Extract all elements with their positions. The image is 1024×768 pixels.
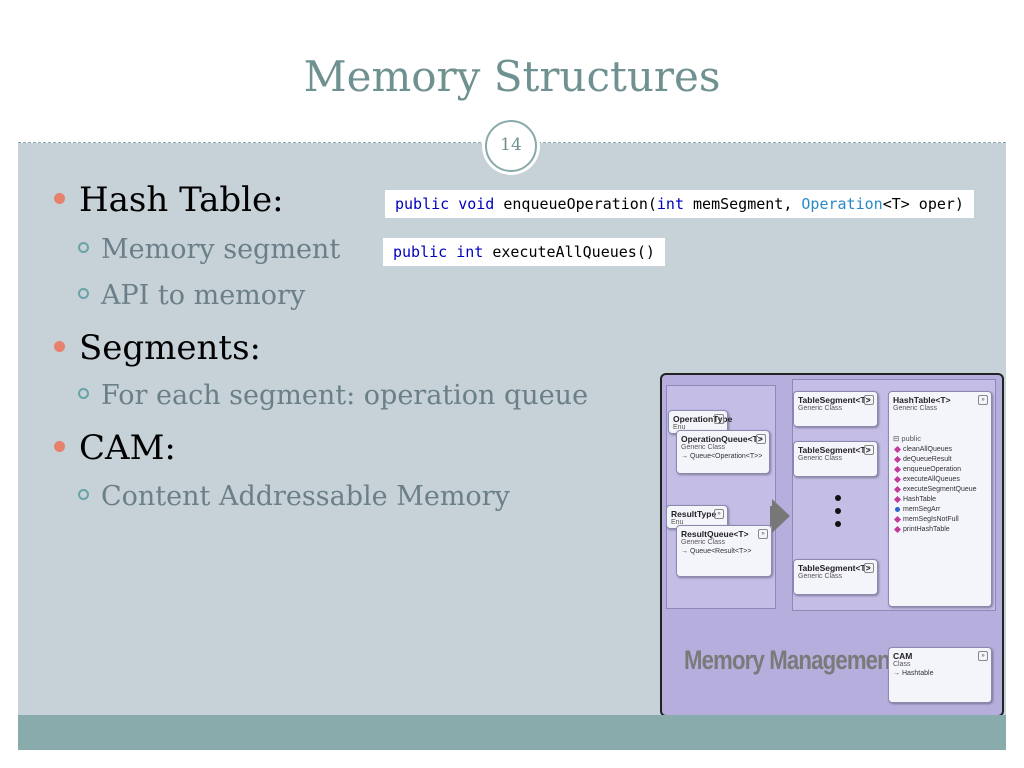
- code-type: Operation: [801, 195, 883, 213]
- bullet-ring-icon: [78, 489, 89, 500]
- class-kind: Enu: [673, 424, 686, 431]
- class-name: OperationQueue<T>: [681, 434, 763, 444]
- memory-management-label: Memory Management: [684, 645, 897, 675]
- ellipsis-dot: [835, 495, 841, 501]
- bullet-memory-segment: Memory segment: [78, 234, 340, 265]
- flow-arrow-icon: [772, 499, 790, 533]
- class-table-segment: TableSegment<T> Generic Class »: [793, 441, 878, 477]
- collapse-chevron-icon: »: [864, 563, 874, 573]
- bullet-text: API to memory: [101, 280, 306, 311]
- class-name: ResultType: [671, 509, 717, 519]
- code-arg: memSegment,: [684, 195, 802, 213]
- class-name: TableSegment<T>: [798, 395, 871, 405]
- bullet-ring-icon: [78, 288, 89, 299]
- collapse-chevron-icon: »: [758, 529, 768, 539]
- member-list: ⊟ public cleanAllQueues deQueueResult en…: [893, 434, 987, 533]
- code-keyword: public: [393, 243, 448, 261]
- bullet-dot-icon: [54, 340, 65, 352]
- class-table-segment: TableSegment<T> Generic Class »: [793, 391, 878, 427]
- bullet-text: Content Addressable Memory: [101, 481, 510, 512]
- code-keyword: int: [456, 243, 484, 261]
- bullet-text: CAM:: [79, 428, 176, 468]
- method-item: deQueueResult: [903, 456, 987, 463]
- bullet-cam: CAM:: [54, 428, 176, 468]
- class-kind: Generic Class: [681, 444, 725, 451]
- page-number: 14: [485, 120, 537, 172]
- bullet-text: For each segment: operation queue: [101, 380, 589, 411]
- class-association: → Queue<Result<T>>: [681, 548, 752, 555]
- collapse-chevron-icon: »: [978, 395, 988, 405]
- collapse-chevron-icon: »: [864, 395, 874, 405]
- class-kind: Generic Class: [798, 455, 842, 462]
- footer-band: [18, 715, 1006, 750]
- method-item: printHashTable: [903, 526, 987, 533]
- code-method: enqueueOperation(: [503, 195, 657, 213]
- ellipsis-dot: [835, 521, 841, 527]
- bullet-content-addressable: Content Addressable Memory: [78, 481, 510, 512]
- method-item: memSegIsNotFull: [903, 516, 987, 523]
- code-method: executeAllQueues(): [492, 243, 655, 261]
- bullet-operation-queue: For each segment: operation queue: [78, 380, 588, 411]
- class-name: HashTable<T>: [893, 395, 951, 405]
- bullet-dot-icon: [54, 440, 65, 452]
- class-kind: Generic Class: [798, 405, 842, 412]
- class-name: CAM: [893, 651, 913, 661]
- bullet-text: Segments:: [79, 328, 262, 368]
- class-result-queue: ResultQueue<T> Generic Class → Queue<Res…: [676, 525, 772, 577]
- method-item: HashTable: [903, 496, 987, 503]
- class-table-segment: TableSegment<T> Generic Class »: [793, 559, 878, 595]
- class-name: TableSegment<T>: [798, 563, 871, 573]
- collapse-chevron-icon: »: [714, 414, 724, 424]
- section-label: public: [901, 434, 921, 443]
- bullet-text: Hash Table:: [79, 180, 284, 220]
- method-item: enqueueOperation: [903, 466, 987, 473]
- bullet-api-to-memory: API to memory: [78, 280, 305, 311]
- collapse-chevron-icon: »: [978, 651, 988, 661]
- ellipsis-dot: [835, 508, 841, 514]
- method-item: cleanAllQueues: [903, 446, 987, 453]
- slide-title: Memory Structures: [303, 52, 721, 101]
- class-kind: Generic Class: [798, 573, 842, 580]
- class-association: → Hashtable: [893, 670, 934, 677]
- class-diagram: OperationType Enu » OperationQueue<T> Ge…: [660, 373, 1004, 717]
- member-section: ⊟ public: [893, 434, 921, 443]
- class-association: → Queue<Operation<T>>: [681, 453, 763, 460]
- field-item: memSegArr: [895, 506, 987, 513]
- code-keyword: int: [656, 195, 684, 213]
- collapse-chevron-icon: »: [714, 509, 724, 519]
- method-item: executeSegmentQueue: [903, 486, 987, 493]
- collapse-chevron-icon: »: [864, 445, 874, 455]
- method-item: executeAllQueues: [903, 476, 987, 483]
- class-name: ResultQueue<T>: [681, 529, 749, 539]
- bullet-text: Memory segment: [101, 234, 341, 265]
- bullet-segments: Segments:: [54, 328, 261, 368]
- code-keyword: public: [395, 195, 450, 213]
- class-name: OperationType: [673, 414, 733, 424]
- class-operation-queue: OperationQueue<T> Generic Class → Queue<…: [676, 430, 770, 474]
- code-keyword: void: [458, 195, 495, 213]
- class-cam: CAM Class → Hashtable »: [888, 647, 992, 703]
- bullet-hash-table: Hash Table:: [54, 180, 284, 220]
- bullet-dot-icon: [54, 192, 65, 204]
- collapse-chevron-icon: »: [756, 434, 766, 444]
- code-arg: <T> oper): [882, 195, 964, 213]
- class-kind: Class: [893, 661, 911, 668]
- code-execute-all-queues: public int executeAllQueues(): [383, 238, 665, 266]
- code-enqueue-operation: public void enqueueOperation(int memSegm…: [385, 190, 974, 218]
- class-hash-table: HashTable<T> Generic Class » ⊟ public cl…: [888, 391, 992, 607]
- bullet-ring-icon: [78, 242, 89, 253]
- class-name: TableSegment<T>: [798, 445, 871, 455]
- class-kind: Enu: [671, 519, 684, 526]
- slide: Memory Structures 14 Hash Table: Memory …: [18, 18, 1006, 750]
- bullet-ring-icon: [78, 388, 89, 399]
- class-kind: Generic Class: [681, 539, 725, 546]
- class-kind: Generic Class: [893, 405, 937, 412]
